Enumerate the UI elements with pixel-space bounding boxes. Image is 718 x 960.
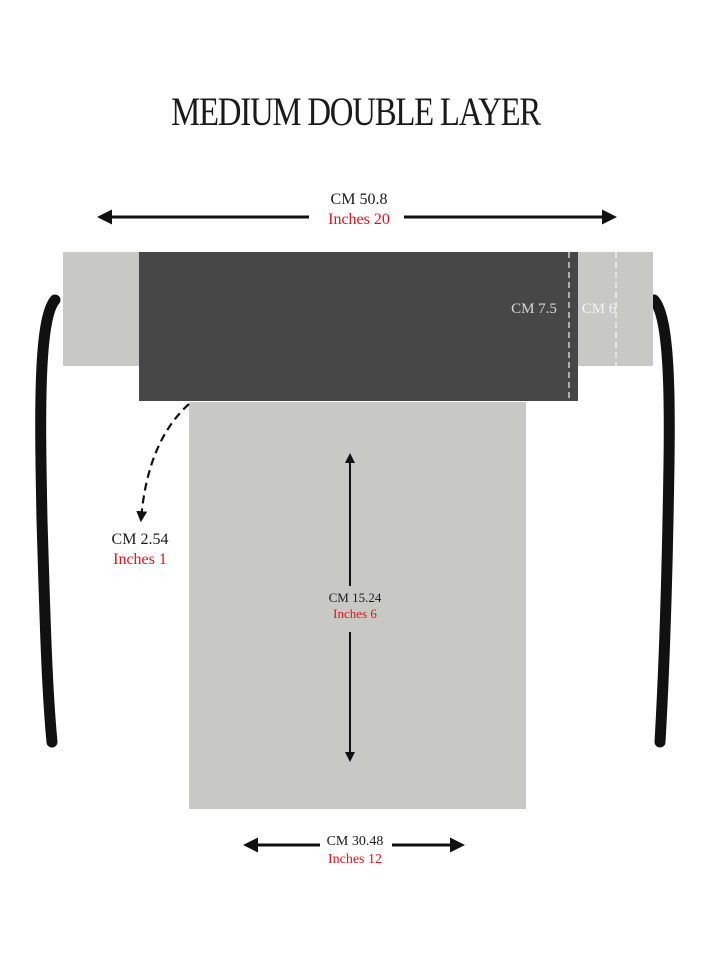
right-waist-tie <box>648 294 675 748</box>
body-height-cm: CM 15.24 <box>328 590 382 605</box>
top-width-inches: Inches 20 <box>328 211 390 228</box>
left-tie-extension <box>63 252 139 366</box>
flap-depth-cm: CM 2.54 <box>111 531 169 548</box>
band-side-label: CM 7.5 <box>511 301 557 317</box>
top-width-cm: CM 50.8 <box>330 191 388 208</box>
apron-body-panel <box>189 402 526 809</box>
top-width-label: CM 50.8 Inches 20 <box>259 190 459 230</box>
bottom-width-label: CM 30.48 Inches 12 <box>255 833 455 868</box>
flap-depth-inches: Inches 1 <box>113 551 167 568</box>
flap-depth-label: CM 2.54 Inches 1 <box>80 530 200 570</box>
diagram-title: MEDIUM DOUBLE LAYER <box>171 89 541 134</box>
tie-end-label: CM 6 <box>581 301 617 317</box>
waistband <box>139 252 578 401</box>
body-height-inches: Inches 6 <box>333 606 377 622</box>
flap-depth-arrow <box>136 403 190 523</box>
bottom-width-inches: Inches 12 <box>327 851 383 867</box>
body-height-label: CM 15.24 Inches 6 <box>295 590 415 623</box>
left-waist-tie <box>35 294 61 748</box>
bottom-width-cm: CM 30.48 <box>326 834 384 849</box>
